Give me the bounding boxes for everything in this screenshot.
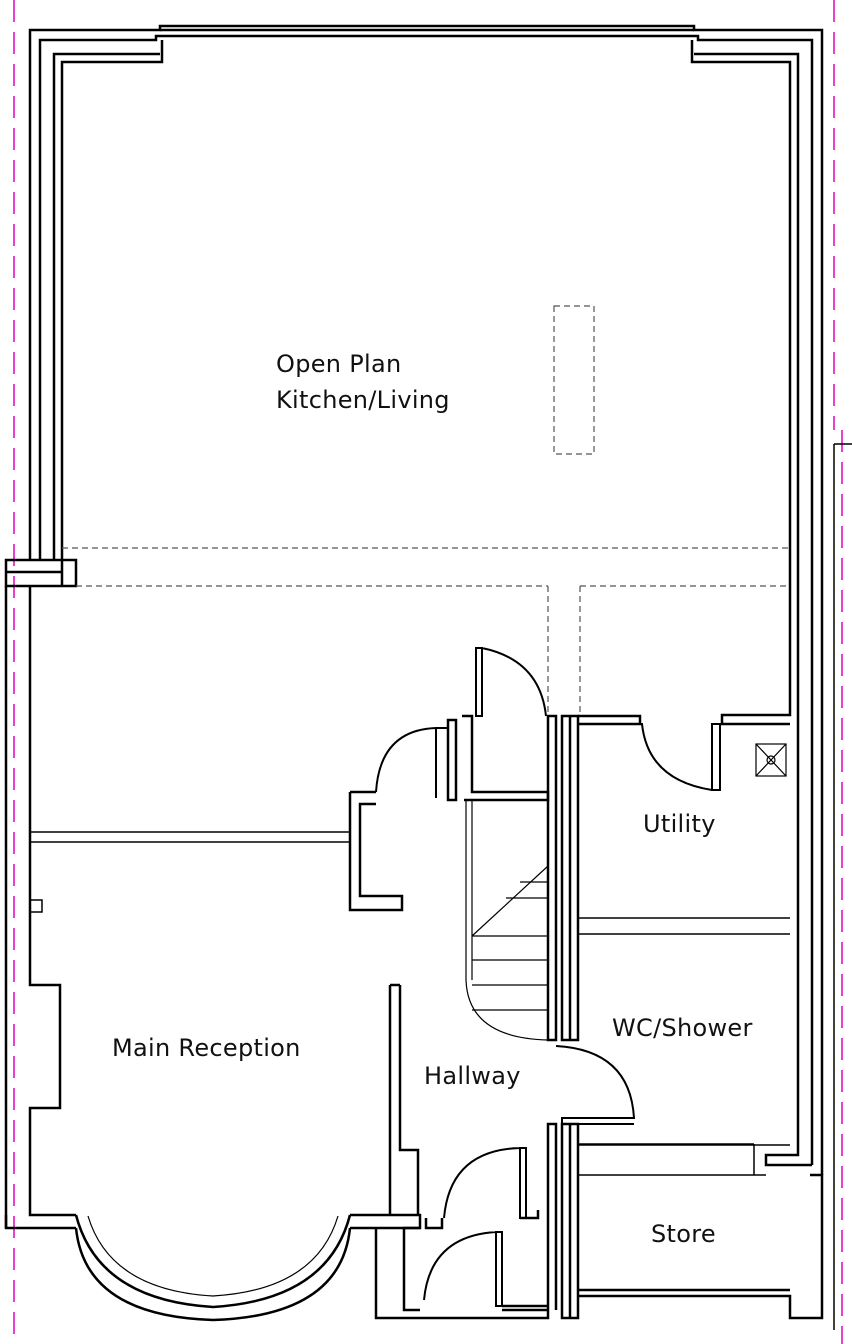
left-pier [4, 558, 78, 588]
label-open-plan-kitchen-living: Open Plan Kitchen/Living [276, 350, 450, 414]
dashed-overhead-lines [62, 305, 790, 716]
label-utility: Utility [643, 810, 716, 838]
rear-extension-walls [28, 24, 824, 1175]
label-wc-shower: WC/Shower [612, 1014, 753, 1042]
internal-partitions [578, 917, 790, 1176]
boiler-symbol [755, 743, 787, 777]
staircase [465, 800, 549, 1041]
property-boundary-lines [13, 0, 843, 1344]
main-reception-walls [4, 586, 422, 1230]
bay-window [74, 1214, 352, 1322]
porch-walls [374, 1122, 824, 1320]
label-store: Store [651, 1220, 716, 1248]
label-hallway: Hallway [424, 1062, 521, 1090]
label-main-reception: Main Reception [112, 1034, 301, 1062]
hall-walls [348, 714, 642, 1042]
room-divider [30, 831, 350, 843]
wall-recess [29, 899, 43, 913]
neighbour-outline [833, 443, 852, 1330]
